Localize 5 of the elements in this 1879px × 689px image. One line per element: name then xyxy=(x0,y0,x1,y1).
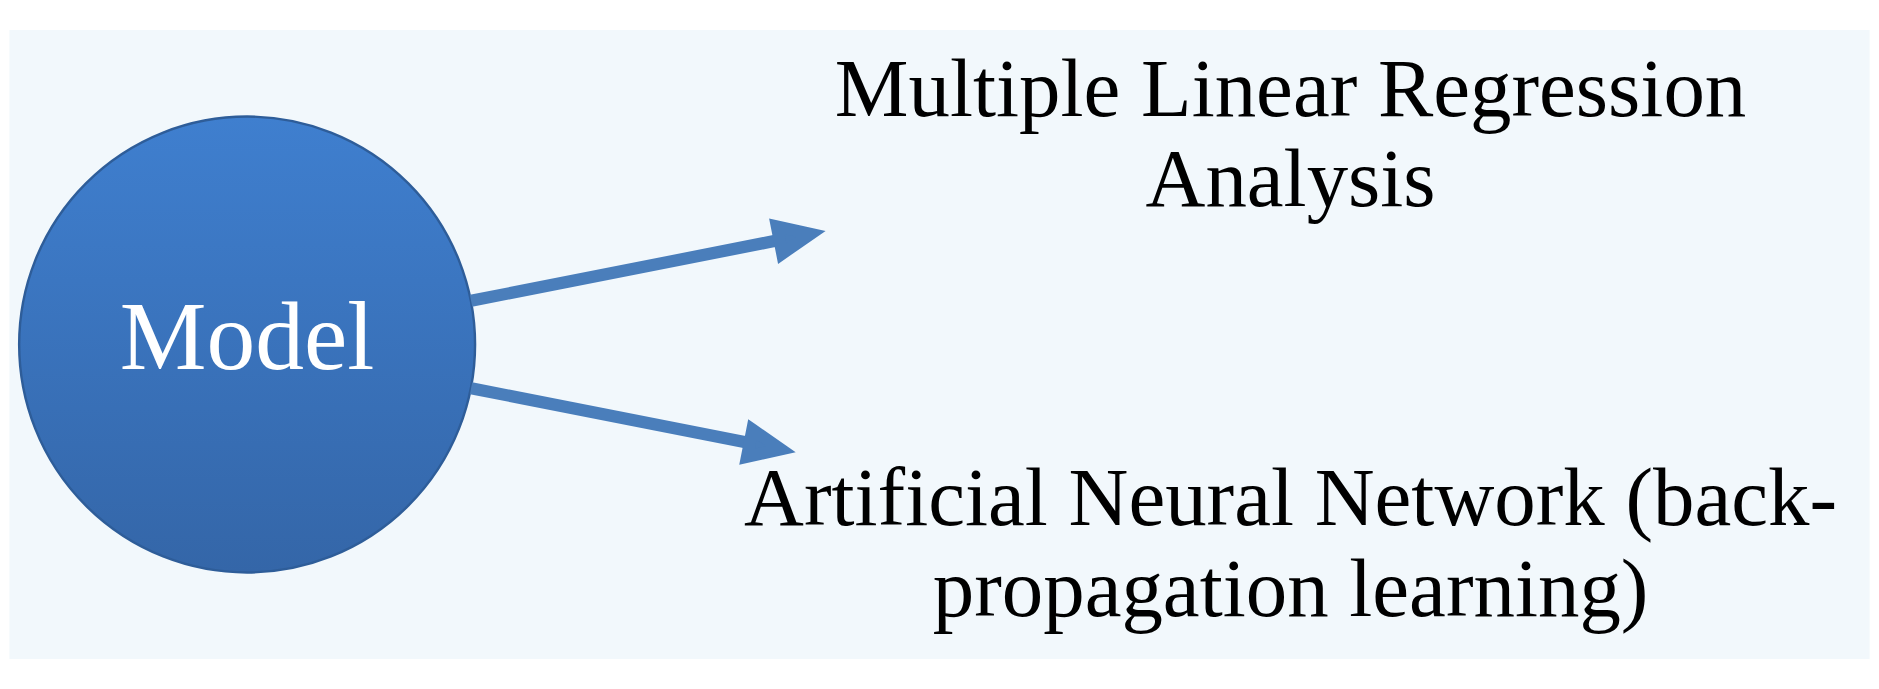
node-text: Multiple Linear Regression Analysis xyxy=(834,41,1747,225)
arrow xyxy=(469,218,826,307)
node-circle: Model xyxy=(17,115,477,574)
node-text: Artificial Neural Network (back-propagation learning) xyxy=(744,451,1838,634)
arrow xyxy=(469,382,796,465)
